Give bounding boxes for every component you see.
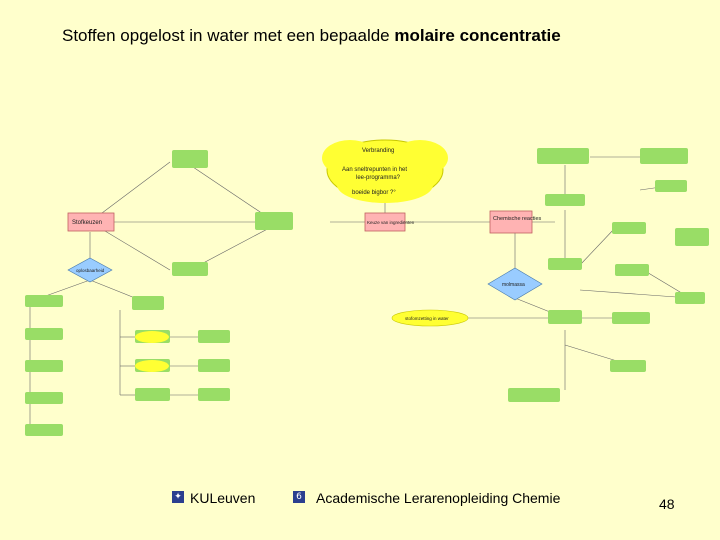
slide-title: Stoffen opgelost in water met een bepaal… [62,26,561,45]
yellow-oval-nodes [135,331,169,372]
svg-text:stofomzetting in water: stofomzetting in water [405,316,449,321]
svg-text:Chemische reacties: Chemische reacties [493,216,542,222]
cloud-line-3: lee-programma? [356,175,401,181]
green-nodes [25,148,709,436]
page-number: 48 [659,496,675,512]
node-stofkeuzen: Stofkeuzen [67,212,115,232]
central-question-cloud: Verbranding Aan sneltrepunten in het lee… [322,139,448,203]
node-chemische-reacties: Chemische reacties [489,210,542,234]
cloud-line-2: Aan sneltrepunten in het [342,167,407,173]
footer-left-label: KULeuven [190,490,256,506]
svg-text:molmassa: molmassa [502,282,525,288]
footer-right-label: Academische Lerarenopleiding Chemie [316,490,561,506]
alo-logo-icon: 6 [293,491,305,503]
svg-text:Keuze van ingrediënten: Keuze van ingrediënten [367,220,415,225]
kuleuven-logo-icon: ✦ [172,491,184,503]
diamond-oplosbaarheid: oplosbaarheid [67,257,113,283]
oval-node: stofomzetting in water [391,309,469,327]
cloud-line-1: Verbranding [362,148,394,154]
node-keuze-ingredienten: Keuze van ingrediënten [364,212,415,232]
concept-map: Verbranding Aan sneltrepunten in het lee… [25,139,709,436]
cloud-line-4: boeide bigbor ?° [352,190,396,196]
diamond-molmassa: molmassa [487,267,543,301]
svg-text:oplosbaarheid: oplosbaarheid [76,268,105,273]
svg-text:Stofkeuzen: Stofkeuzen [72,220,102,226]
